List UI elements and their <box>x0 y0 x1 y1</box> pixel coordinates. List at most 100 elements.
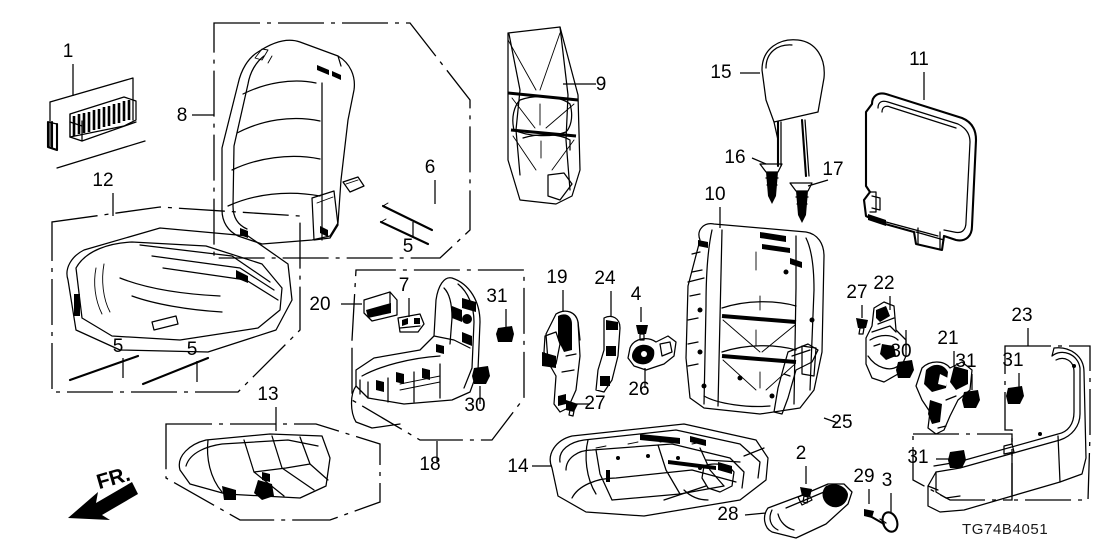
leader-line <box>807 179 829 187</box>
callout-number: 23 <box>1011 305 1032 326</box>
part-16-headrest-guide-lock <box>759 163 783 204</box>
callout-30-push-clip: 30 <box>890 330 912 362</box>
part-28-armrest-hinge-cover <box>763 483 853 539</box>
part-19-reclining-bracket <box>542 310 581 413</box>
callout-22-recline-cover-outer: 22 <box>873 273 895 310</box>
callout-31-trim-clip: 31 <box>955 351 977 390</box>
callout-number: 14 <box>507 456 529 477</box>
part-group-13-seat-cushion-pad <box>165 423 381 521</box>
callout-31-trim-clip: 31 <box>907 447 952 468</box>
callout-13-seat-cushion-pad: 13 <box>257 384 279 431</box>
leader-line <box>744 512 767 516</box>
callout-number: 6 <box>425 157 436 178</box>
clip-31-cover-upper <box>1006 386 1024 404</box>
callout-number: 15 <box>710 62 731 83</box>
callout-3-e-ring-clip: 3 <box>882 470 893 512</box>
callout-number: 8 <box>177 105 188 126</box>
callout-30-push-clip: 30 <box>464 386 486 416</box>
callout-number: 19 <box>546 267 567 288</box>
callout-27-screw-tapping: 27 <box>576 393 606 414</box>
callout-7-striker-cover: 7 <box>399 275 410 317</box>
part-24-hinge-link <box>595 315 621 393</box>
callout-number: 31 <box>907 447 928 468</box>
callout-19-reclining-bracket: 19 <box>546 267 568 312</box>
callout-31-trim-clip: 31 <box>486 286 508 327</box>
callout-29-pin-shaft: 29 <box>853 466 875 504</box>
part-3-e-ring-clip <box>881 511 899 533</box>
part-group-12-seat-cushion-cover <box>51 206 301 393</box>
part-14-seat-cushion-frame <box>549 423 769 517</box>
callout-number: 31 <box>486 286 507 307</box>
clip-31-inner <box>496 326 514 342</box>
callout-number: 12 <box>92 170 113 191</box>
callout-27-screw-tapping: 27 <box>846 282 868 318</box>
callout-5-seat-hook-wire: 5 <box>113 336 124 378</box>
callout-25-support-rod: 25 <box>823 412 853 433</box>
callout-15-headrest-assembly: 15 <box>710 62 760 83</box>
clip-30-inner <box>472 366 490 384</box>
drawing-part-number: TG74B4051 <box>962 521 1048 539</box>
callout-10-seat-back-frame: 10 <box>704 184 726 228</box>
part-group-1-clip-strip <box>46 77 146 169</box>
clip-31-bracket <box>962 390 980 408</box>
callout-number: 3 <box>882 470 893 491</box>
part-4-bolt-flange <box>636 325 648 341</box>
callout-23-outer-side-cover: 23 <box>1011 305 1033 346</box>
front-direction-marker <box>68 482 138 520</box>
callout-number: 29 <box>853 466 874 487</box>
clip-27-right <box>856 318 868 335</box>
part-2-bolt-small <box>800 487 812 504</box>
callout-21-outer-hinge-bracket: 21 <box>937 328 959 366</box>
callout-number: 30 <box>890 341 911 362</box>
part-group-21-outer-hinge-bracket <box>915 361 973 435</box>
part-20-recline-lever-knob <box>363 291 398 322</box>
callout-number: 1 <box>63 41 74 62</box>
callout-5-seat-hook-wire: 5 <box>187 339 198 382</box>
callout-24-hinge-link: 24 <box>594 268 616 316</box>
callout-9-seat-back-pad: 9 <box>563 74 606 95</box>
part-17-headrest-guide-free <box>789 182 813 223</box>
part-group-23-outer-side-cover <box>912 345 1091 513</box>
callout-31-trim-clip: 31 <box>1002 350 1024 388</box>
callout-16-headrest-guide-lock: 16 <box>724 147 767 168</box>
callout-number: 2 <box>796 443 807 464</box>
callout-number: 31 <box>955 351 976 372</box>
callout-26-latch-roller: 26 <box>628 368 650 400</box>
callout-number: 4 <box>631 284 642 305</box>
callout-4-bolt-flange: 4 <box>631 284 642 322</box>
part-10-seat-back-frame <box>685 223 825 415</box>
callout-number: 26 <box>628 379 649 400</box>
callout-number: 28 <box>717 504 738 525</box>
callout-number: 5 <box>187 339 198 360</box>
callout-number: 27 <box>846 282 867 303</box>
callout-number: 21 <box>937 328 958 349</box>
callout-number: 17 <box>822 159 843 180</box>
callout-number: 9 <box>596 74 607 95</box>
leader-line <box>823 417 839 424</box>
part-11-seat-back-board <box>862 92 978 252</box>
clip-30-right <box>896 360 914 378</box>
callout-number: 31 <box>1002 350 1023 371</box>
callout-1-seat-clip-strip: 1 <box>63 41 74 96</box>
callout-20-recline-lever-knob: 20 <box>309 294 362 315</box>
callout-5-seat-hook-wire: 5 <box>403 222 414 257</box>
part-25-support-rod <box>773 343 819 415</box>
callout-number: 5 <box>403 236 414 257</box>
part-7-striker-cover <box>397 313 425 333</box>
part-9-seat-back-pad <box>507 26 581 205</box>
callout-number: 20 <box>309 294 330 315</box>
part-number-text: TG74B4051 <box>962 521 1049 538</box>
callout-number: 11 <box>909 49 929 70</box>
callout-2-bolt-small: 2 <box>796 443 807 484</box>
staple-stack <box>69 96 137 142</box>
callout-number: 13 <box>257 384 278 405</box>
part-15-headrest-assembly <box>761 39 825 178</box>
callout-number: 18 <box>419 454 440 475</box>
callout-number: 24 <box>594 268 616 289</box>
clip-31-cover-lower <box>948 450 966 468</box>
callout-6-seat-back-wire-long: 6 <box>425 157 436 204</box>
callout-number: 25 <box>831 412 852 433</box>
